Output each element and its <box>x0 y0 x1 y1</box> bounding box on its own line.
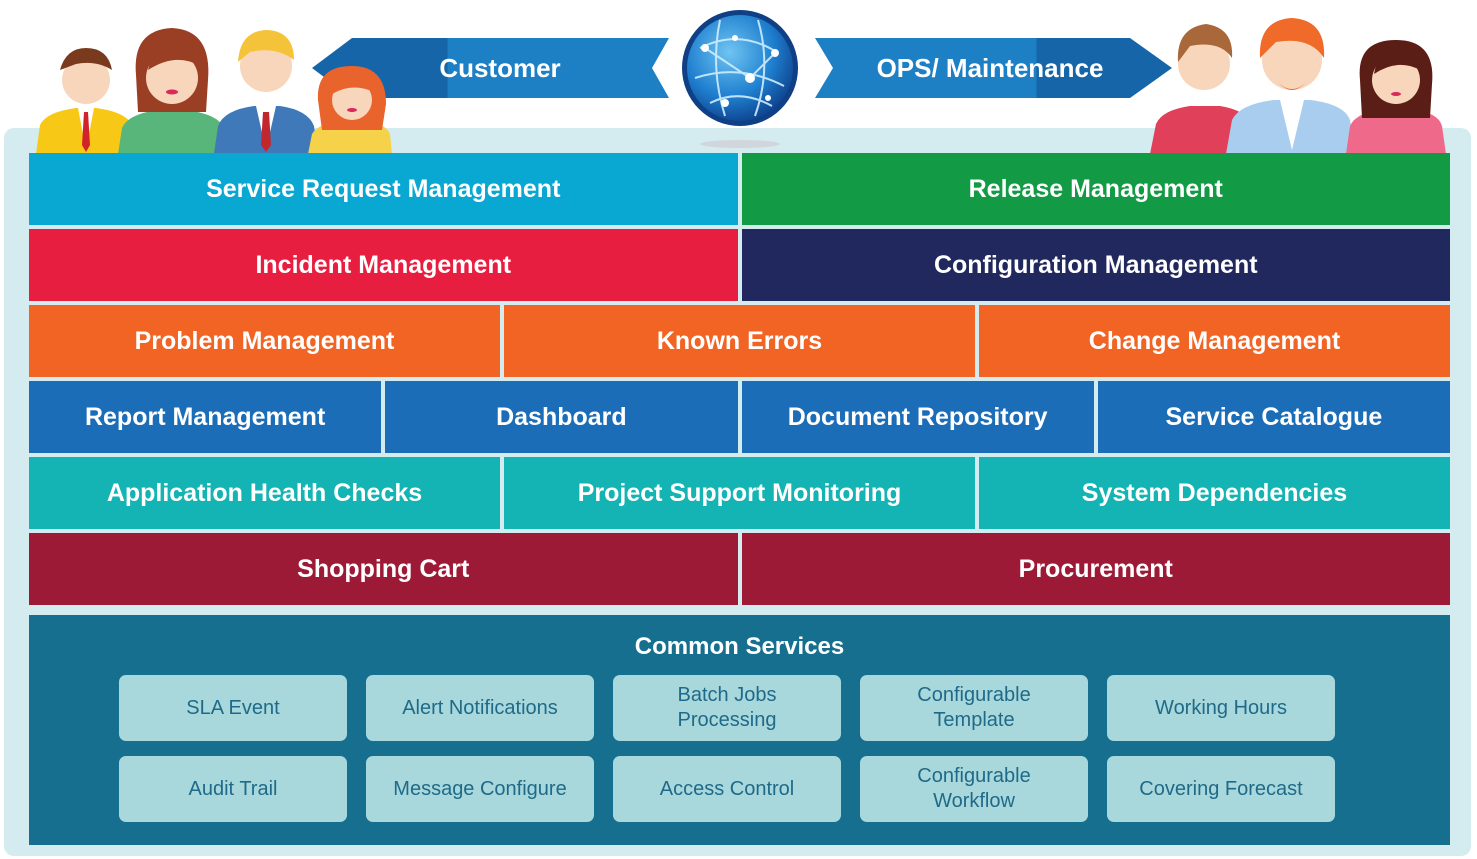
shopping-cart-block: Shopping Cart <box>29 533 738 605</box>
system-dependencies-block: System Dependencies <box>979 457 1450 529</box>
incident-management-block: Incident Management <box>29 229 738 301</box>
application-health-checks-block: Application Health Checks <box>29 457 500 529</box>
change-management-block: Change Management <box>979 305 1450 377</box>
ops-avatar-icon <box>1150 18 1446 154</box>
ops-maintenance-arrow-label: OPS/ Maintenance <box>876 52 1104 83</box>
module-row-1: Service Request Management Release Manag… <box>29 153 1450 225</box>
working-hours-tile: Working Hours <box>1107 675 1335 741</box>
sla-event-tile: SLA Event <box>119 675 347 741</box>
problem-management-block: Problem Management <box>29 305 500 377</box>
module-row-4: Report Management Dashboard Document Rep… <box>29 381 1450 453</box>
release-management-block: Release Management <box>741 153 1450 225</box>
report-management-block: Report Management <box>29 381 382 453</box>
common-services-section: Common Services SLA Event Alert Notifica… <box>29 615 1450 845</box>
common-services-grid: SLA Event Alert Notifications Batch Jobs… <box>119 675 1335 822</box>
globe-icon <box>682 10 798 148</box>
module-row-3: Problem Management Known Errors Change M… <box>29 305 1450 377</box>
audit-trail-tile: Audit Trail <box>119 756 347 822</box>
configuration-management-block: Configuration Management <box>741 229 1450 301</box>
message-configure-tile: Message Configure <box>366 756 594 822</box>
service-request-management-block: Service Request Management <box>29 153 738 225</box>
procurement-block: Procurement <box>741 533 1450 605</box>
document-repository-block: Document Repository <box>741 381 1094 453</box>
customer-avatar-icon <box>36 28 392 154</box>
project-support-monitoring-block: Project Support Monitoring <box>504 457 975 529</box>
module-row-5: Application Health Checks Project Suppor… <box>29 457 1450 529</box>
access-control-tile: Access Control <box>613 756 841 822</box>
configurable-template-tile: Configurable Template <box>860 675 1088 741</box>
service-catalogue-block: Service Catalogue <box>1097 381 1450 453</box>
ops-maintenance-arrow <box>815 38 1172 98</box>
known-errors-block: Known Errors <box>504 305 975 377</box>
covering-forecast-tile: Covering Forecast <box>1107 756 1335 822</box>
alert-notifications-tile: Alert Notifications <box>366 675 594 741</box>
common-services-title: Common Services <box>634 633 845 660</box>
dashboard-block: Dashboard <box>385 381 738 453</box>
module-row-6: Shopping Cart Procurement <box>29 533 1450 605</box>
module-row-2: Incident Management Configuration Manage… <box>29 229 1450 301</box>
customer-arrow-label: Customer <box>439 52 561 83</box>
configurable-workflow-tile: Configurable Workflow <box>860 756 1088 822</box>
batch-jobs-processing-tile: Batch Jobs Processing <box>613 675 841 741</box>
